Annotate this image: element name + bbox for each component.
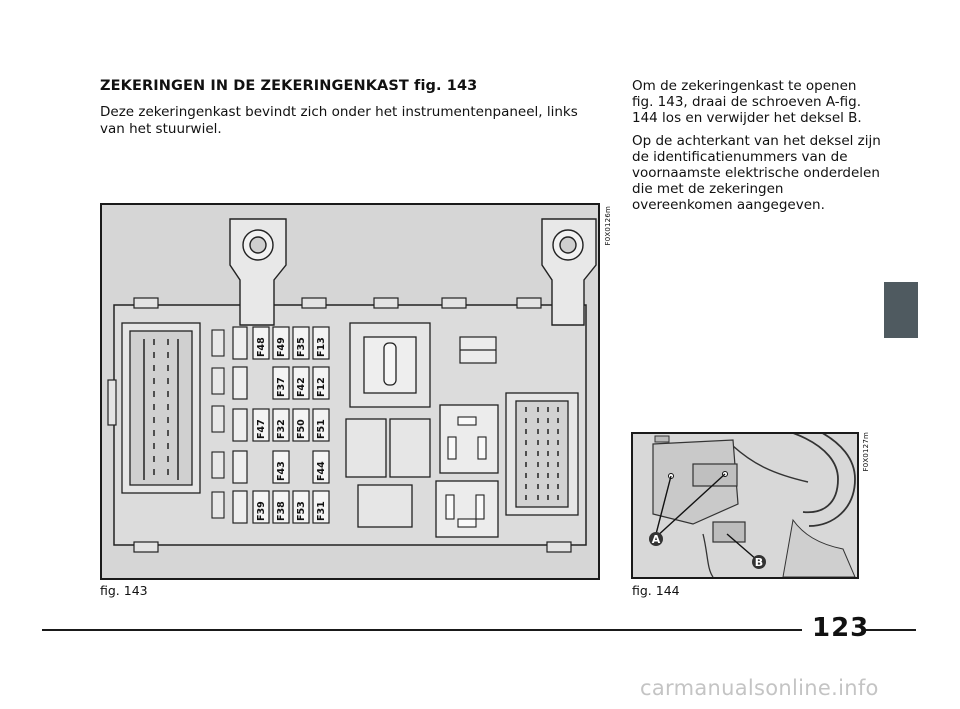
fuse-label: F47 bbox=[256, 419, 267, 439]
callout-b-label: B bbox=[755, 556, 763, 569]
footer-rule-right bbox=[866, 629, 916, 631]
intro-paragraph: Deze zekeringenkast bevindt zich onder h… bbox=[100, 104, 578, 137]
fuse-label: F32 bbox=[276, 419, 287, 439]
figure-143-code: F0X0126m bbox=[604, 206, 612, 246]
fuse-label: F53 bbox=[296, 501, 307, 521]
fuse-label: F39 bbox=[256, 501, 267, 521]
right-column: Om de zekeringenkast te openen fig. 143,… bbox=[632, 78, 882, 220]
fuse-label: F50 bbox=[296, 419, 307, 439]
fuse-label: F38 bbox=[276, 501, 287, 521]
figure-144-dashboard: A B bbox=[631, 432, 859, 579]
fuse-label: F35 bbox=[296, 337, 307, 357]
fuse-label: F49 bbox=[276, 337, 287, 357]
fuse-label: F12 bbox=[316, 377, 327, 397]
fuse-label: F51 bbox=[316, 419, 327, 439]
chapter-tab bbox=[884, 282, 918, 338]
fuse-label: F48 bbox=[256, 337, 267, 357]
fuse-label: F42 bbox=[296, 377, 307, 397]
section-heading: ZEKERINGEN IN DE ZEKERINGENKAST fig. 143 bbox=[100, 78, 478, 94]
fuse-label: F31 bbox=[316, 501, 327, 521]
fusebox-drawing: F48 F49 F35 F13 F37 F42 F12 F47 F32 F50 … bbox=[107, 218, 597, 553]
callout-a-label: A bbox=[652, 533, 661, 546]
fuse-label: F37 bbox=[276, 377, 287, 397]
info-paragraph: Op de achterkant van het deksel zijn de … bbox=[632, 133, 881, 213]
fuse-label: F13 bbox=[316, 337, 327, 357]
page-number: 123 bbox=[812, 613, 870, 643]
footer-rule-left bbox=[42, 629, 802, 631]
instruction-paragraph: Om de zekeringenkast te openen fig. 143,… bbox=[632, 78, 862, 126]
figure-143-caption: fig. 143 bbox=[100, 583, 148, 598]
figure-144-caption: fig. 144 bbox=[632, 583, 680, 598]
figure-144-code: F0X0127m bbox=[862, 432, 870, 472]
figure-143-fusebox: F48 F49 F35 F13 F37 F42 F12 F47 F32 F50 … bbox=[100, 203, 600, 580]
fuse-label: F43 bbox=[276, 461, 287, 481]
watermark-text: carmanualsonline.info bbox=[640, 676, 879, 700]
dashboard-drawing: A B bbox=[633, 434, 857, 577]
fuse-label: F44 bbox=[316, 461, 327, 481]
